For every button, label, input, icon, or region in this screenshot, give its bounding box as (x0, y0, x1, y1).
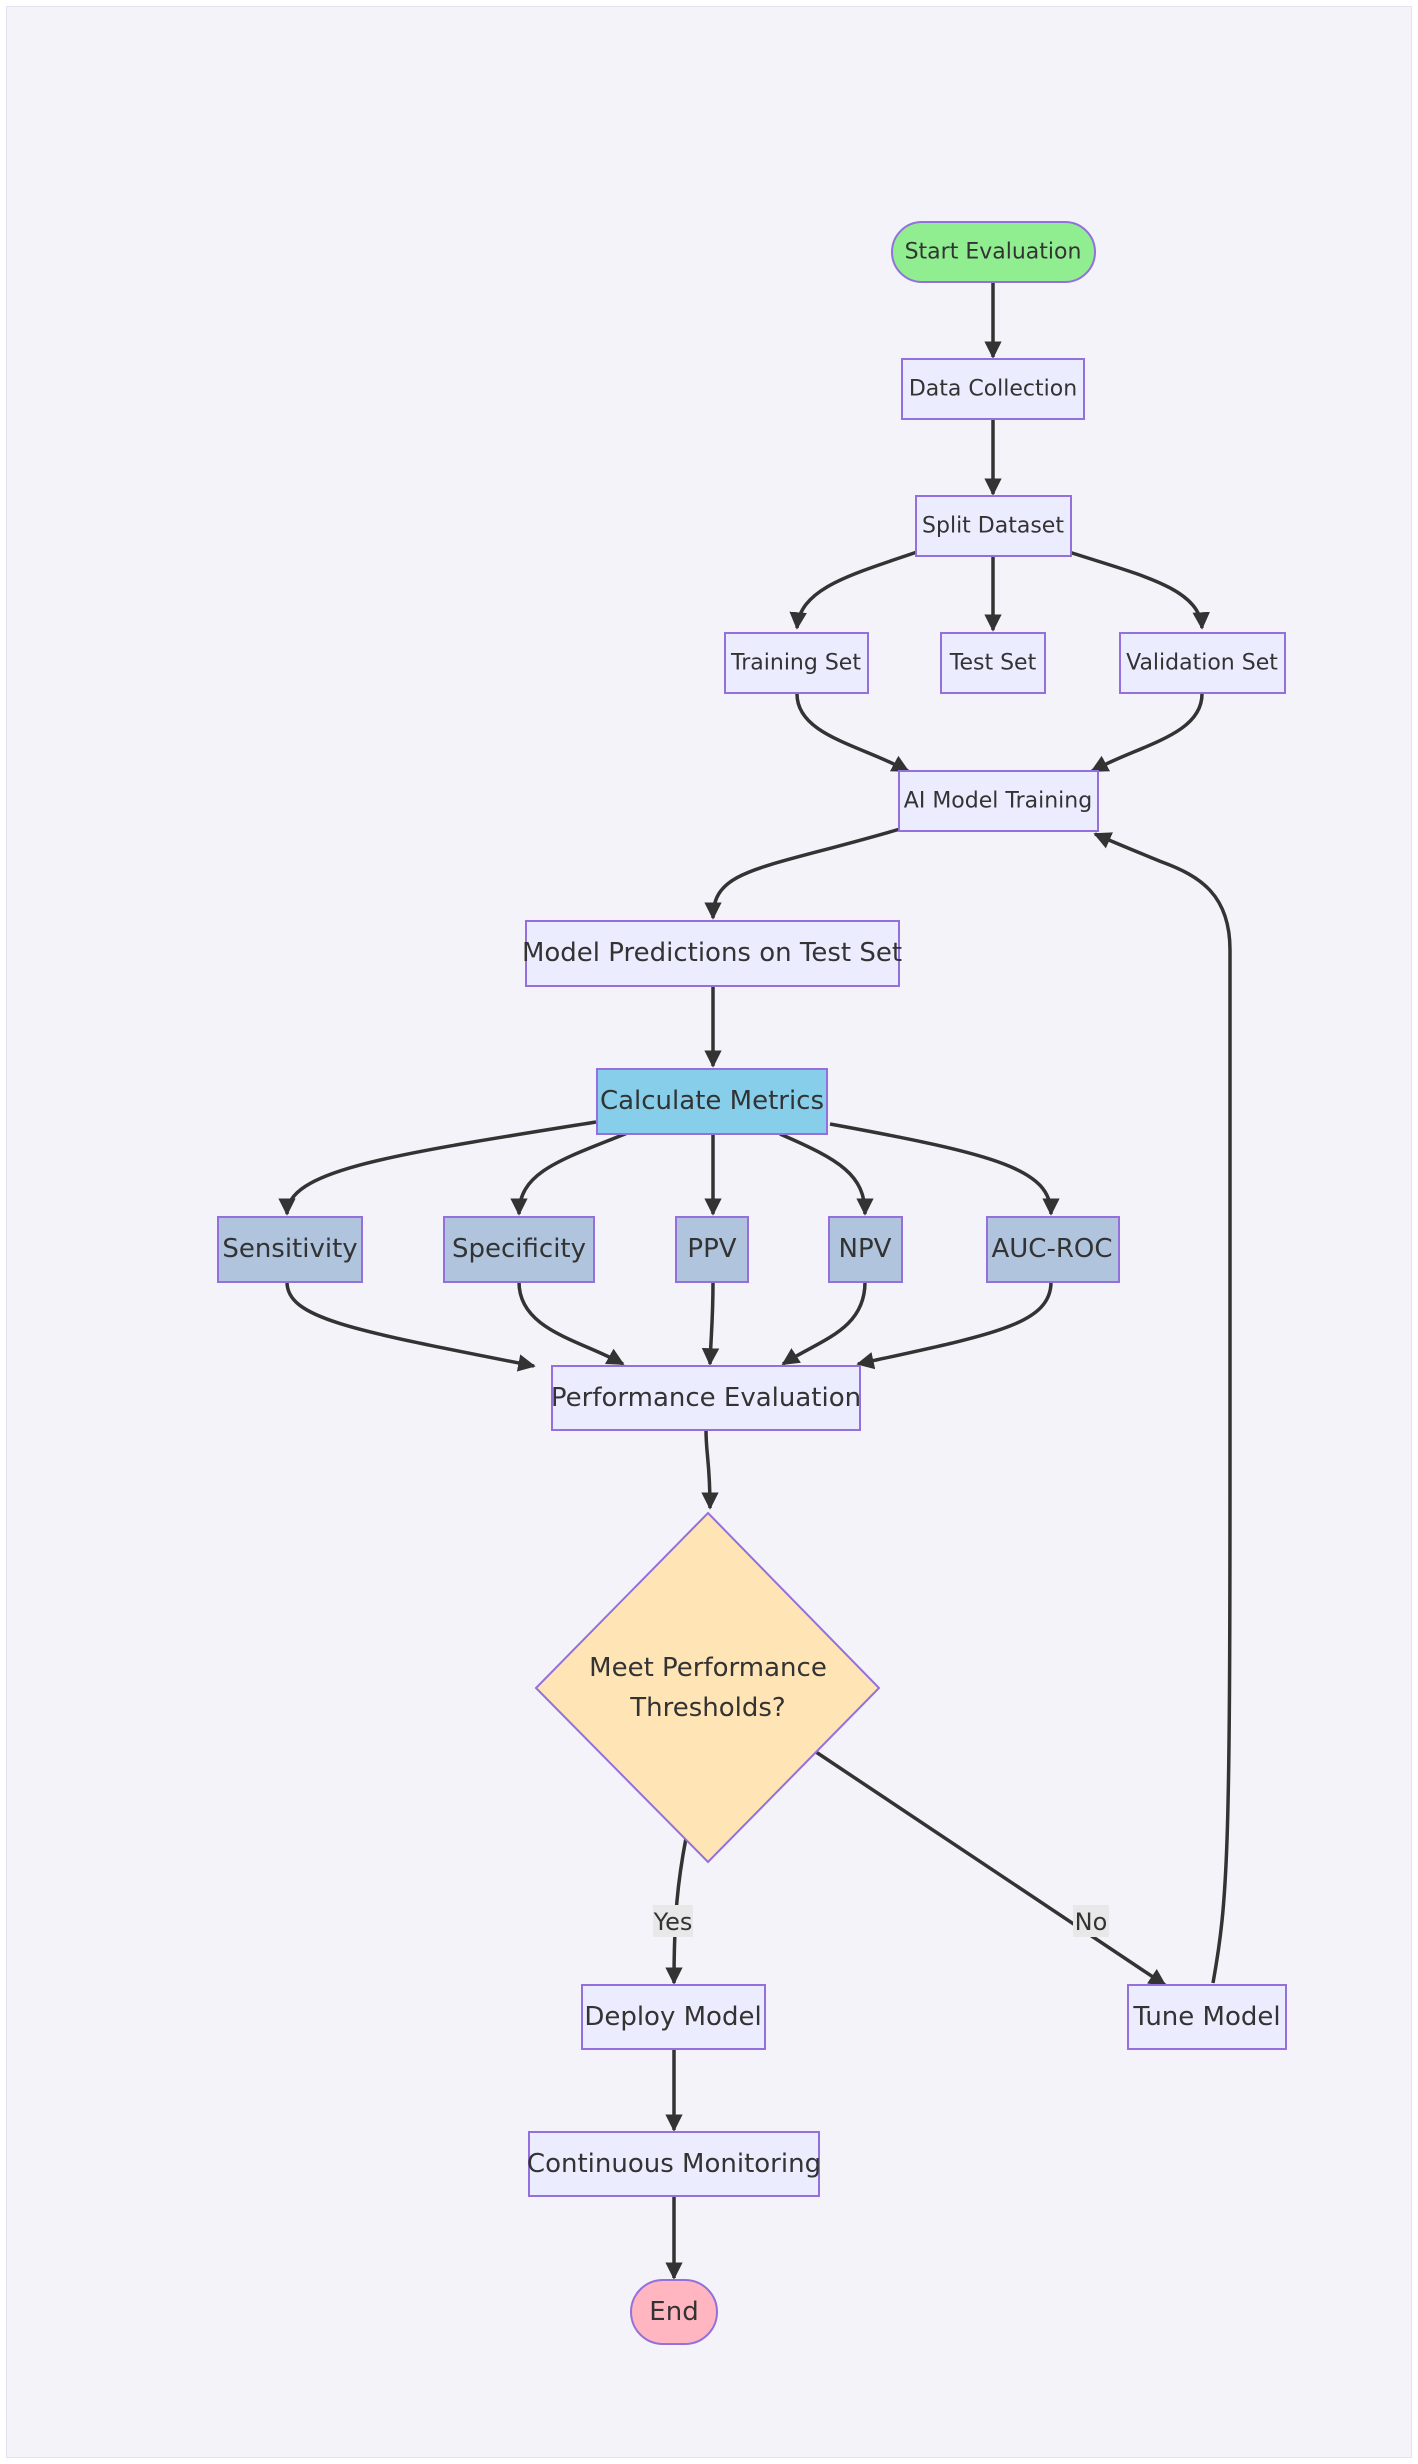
node-ai-model-training[interactable]: AI Model Training (898, 770, 1099, 832)
decision-line-1: Meet Performance (589, 1653, 827, 1683)
edge-sensitivity-to-performance (285, 1281, 536, 1372)
node-model-predictions[interactable]: Model Predictions on Test Set (522, 920, 902, 987)
svg-text:AUC-ROC: AUC-ROC (991, 1234, 1112, 1264)
edge-npv-to-performance (781, 1281, 867, 1366)
svg-text:Deploy Model: Deploy Model (584, 2002, 761, 2032)
svg-text:Validation Set: Validation Set (1126, 651, 1278, 676)
edge-ai-training-to-predictions (704, 827, 901, 920)
node-calculate-metrics[interactable]: Calculate Metrics (596, 1068, 828, 1135)
edge-split-to-validation-set (1068, 550, 1210, 630)
svg-text:Training Set: Training Set (730, 651, 861, 676)
edge-validation-set-to-ai-training (1090, 693, 1204, 773)
edge-ppv-to-performance (701, 1281, 720, 1366)
node-validation-set[interactable]: Validation Set (1119, 632, 1286, 694)
svg-text:Specificity: Specificity (452, 1234, 586, 1264)
svg-text:End: End (649, 2297, 698, 2327)
node-deploy-model[interactable]: Deploy Model (581, 1984, 766, 2050)
svg-text:Sensitivity: Sensitivity (222, 1234, 357, 1264)
edge-calc-to-sensitivity (278, 1120, 597, 1216)
svg-text:Start Evaluation: Start Evaluation (905, 240, 1082, 265)
svg-text:Calculate Metrics: Calculate Metrics (600, 1086, 824, 1116)
edge-calc-to-npv (779, 1132, 874, 1216)
edge-decision-to-tune (815, 1750, 1167, 1987)
node-training-set[interactable]: Training Set (724, 632, 869, 694)
node-npv[interactable]: NPV (828, 1216, 903, 1283)
node-start[interactable]: Start Evaluation (891, 221, 1096, 283)
node-split-dataset[interactable]: Split Dataset (915, 495, 1072, 557)
svg-text:AI Model Training: AI Model Training (904, 789, 1092, 814)
edges (278, 282, 1232, 2280)
svg-text:Performance Evaluation: Performance Evaluation (551, 1383, 861, 1413)
edge-split-to-training-set (789, 550, 918, 630)
edge-calc-to-auc-roc (829, 1122, 1060, 1216)
svg-text:PPV: PPV (687, 1234, 736, 1264)
svg-text:Continuous Monitoring: Continuous Monitoring (527, 2149, 821, 2179)
node-auc-roc[interactable]: AUC-ROC (986, 1216, 1120, 1283)
svg-text:No: No (1075, 1908, 1108, 1936)
node-end[interactable]: End (630, 2279, 718, 2345)
edge-performance-to-decision (701, 1429, 719, 1510)
node-decision-thresholds[interactable]: Meet Performance Thresholds? (534, 1511, 881, 1864)
node-sensitivity[interactable]: Sensitivity (217, 1216, 363, 1283)
decision-line-2: Thresholds? (629, 1693, 785, 1723)
node-performance-evaluation[interactable]: Performance Evaluation (551, 1365, 861, 1431)
edge-specificity-to-performance (517, 1281, 625, 1366)
edge-decision-to-deploy (665, 1837, 688, 1985)
svg-text:Yes: Yes (653, 1908, 693, 1936)
node-test-set[interactable]: Test Set (940, 632, 1046, 694)
node-continuous-monitoring[interactable]: Continuous Monitoring (527, 2131, 821, 2197)
node-ppv[interactable]: PPV (675, 1216, 749, 1283)
node-data-collection[interactable]: Data Collection (901, 358, 1085, 420)
edge-label-yes: Yes (653, 1905, 693, 1937)
edge-label-no: No (1073, 1905, 1109, 1937)
svg-text:Split Dataset: Split Dataset (922, 514, 1064, 539)
svg-text:Test Set: Test Set (949, 651, 1037, 676)
svg-text:Model Predictions on Test Set: Model Predictions on Test Set (522, 938, 902, 968)
svg-text:Data Collection: Data Collection (909, 377, 1077, 402)
node-tune-model[interactable]: Tune Model (1127, 1984, 1287, 2050)
edge-calc-to-specificity (510, 1130, 631, 1216)
edge-training-set-to-ai-training (795, 693, 910, 773)
node-specificity[interactable]: Specificity (443, 1216, 595, 1283)
svg-text:Tune Model: Tune Model (1132, 2002, 1280, 2032)
edge-tune-to-ai-training (1093, 832, 1232, 1984)
svg-text:NPV: NPV (839, 1234, 892, 1264)
edge-auc-roc-to-performance (856, 1281, 1053, 1370)
